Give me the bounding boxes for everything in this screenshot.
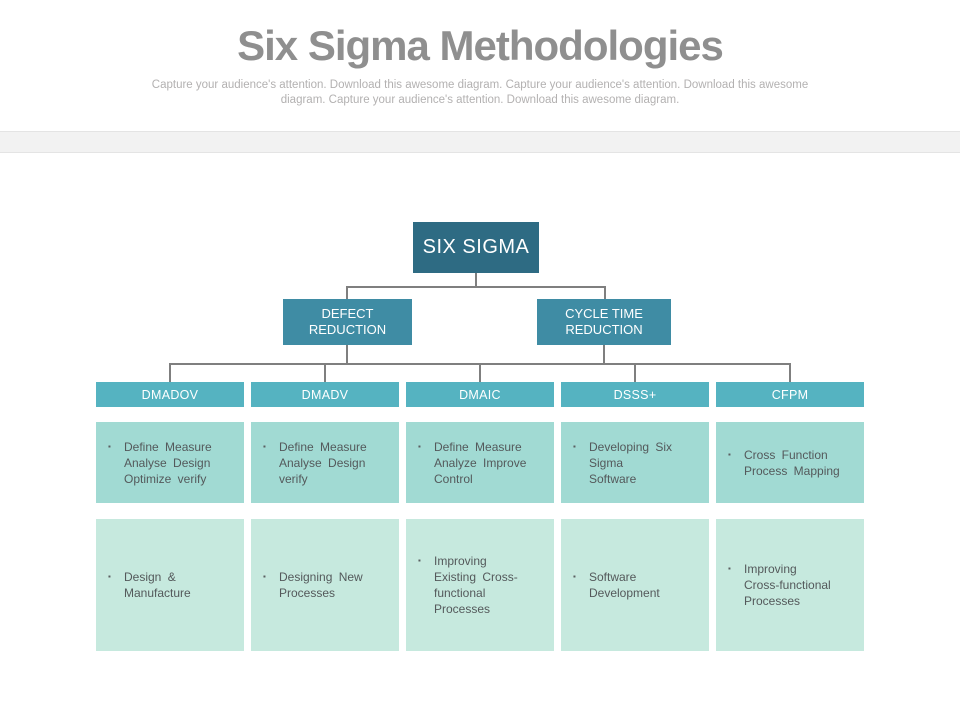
detail-text: Developing Six Sigma Software — [589, 439, 673, 486]
connector-drop-dmaic — [479, 363, 481, 382]
detail-box-dmadov-definition: ▪ Define Measure Analyse Design Optimize … — [96, 422, 244, 503]
column-header-dmadv: DMADV — [251, 382, 399, 407]
connector-drop-cfpm — [789, 363, 791, 382]
column-header-dmaic: DMAIC — [406, 382, 554, 407]
page-title: Six Sigma Methodologies — [237, 22, 724, 69]
connector-drop-dsss — [634, 363, 636, 382]
detail-box-dmadv-definition: ▪ Define Measure Analyse Design verify — [251, 422, 399, 503]
connector-root-down — [475, 273, 477, 287]
bullet-icon: ▪ — [728, 564, 731, 573]
connector-cycle-up — [604, 286, 606, 299]
detail-text: Improving Existing Cross- functional Pro… — [434, 554, 518, 616]
connector-defect-up — [346, 286, 348, 299]
connector-drop-dmadov — [169, 363, 171, 382]
column-header-cfpm: CFPM — [716, 382, 864, 407]
detail-text: Software Development — [589, 570, 660, 600]
bullet-icon: ▪ — [418, 556, 421, 565]
subtitle-text: Capture your audience's attention. Downl… — [151, 79, 809, 106]
detail-text: Define Measure Analyze Improve Control — [434, 439, 527, 486]
bullet-icon: ▪ — [108, 572, 111, 581]
detail-box-dmaic-application: ▪ Improving Existing Cross- functional Pr… — [406, 519, 554, 651]
column-header-dmadov: DMADOV — [96, 382, 244, 407]
connector-drop-dmadv — [324, 363, 326, 382]
connector-level2-horizontal — [346, 286, 606, 288]
connector-cycle-down — [603, 345, 605, 364]
detail-box-cfpm-definition: ▪ Cross Function Process Mapping — [716, 422, 864, 503]
detail-box-dsss-definition: ▪ Developing Six Sigma Software — [561, 422, 709, 503]
detail-text: Designing New Processes — [279, 570, 363, 600]
column-header-dsss: DSSS+ — [561, 382, 709, 407]
detail-box-dmaic-definition: ▪ Define Measure Analyze Improve Control — [406, 422, 554, 503]
org-node-defect-reduction: DEFECT REDUCTION — [283, 299, 412, 345]
detail-box-cfpm-application: ▪ Improving Cross-functional Processes — [716, 519, 864, 651]
bullet-icon: ▪ — [728, 449, 731, 459]
bullet-icon: ▪ — [108, 441, 111, 451]
bullet-icon: ▪ — [263, 572, 266, 581]
detail-text: Define Measure Analyse Design verify — [279, 439, 367, 486]
detail-box-dmadv-application: ▪ Designing New Processes — [251, 519, 399, 651]
bullet-icon: ▪ — [573, 441, 576, 451]
bullet-icon: ▪ — [418, 441, 421, 451]
connector-defect-down — [346, 345, 348, 364]
org-node-cycle-time-reduction: CYCLE TIME REDUCTION — [537, 299, 671, 345]
org-node-six-sigma: SIX SIGMA — [413, 222, 539, 273]
bullet-icon: ▪ — [263, 441, 266, 451]
divider-band — [0, 131, 960, 153]
detail-text: Define Measure Analyse Design Optimize v… — [124, 439, 212, 486]
detail-text: Design & Manufacture — [124, 570, 191, 600]
detail-text: Cross Function Process Mapping — [744, 447, 840, 478]
bullet-icon: ▪ — [573, 572, 576, 581]
detail-text: Improving Cross-functional Processes — [744, 562, 831, 608]
detail-box-dsss-application: ▪ Software Development — [561, 519, 709, 651]
detail-box-dmadov-application: ▪ Design & Manufacture — [96, 519, 244, 651]
